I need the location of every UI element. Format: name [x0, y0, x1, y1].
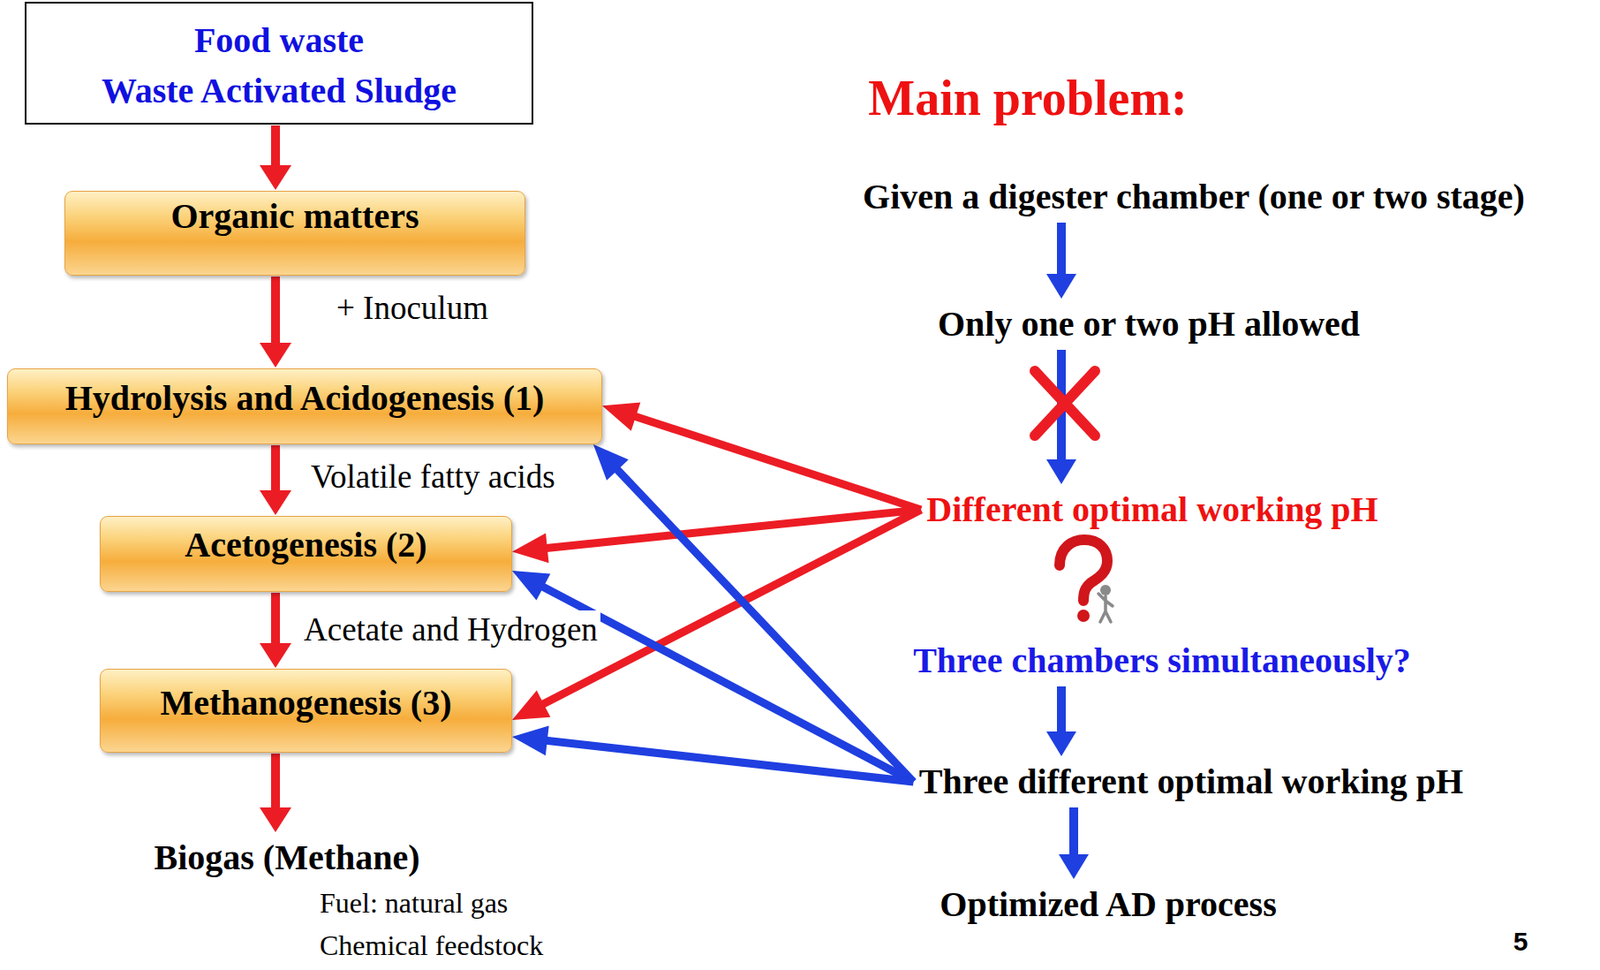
flow-step: Three chambers simultaneously? [907, 635, 1417, 686]
cross-stroke [1034, 370, 1095, 436]
arrow-shaft [542, 739, 914, 782]
edge-label: + Inoculum [333, 288, 491, 328]
arrow-head [593, 444, 629, 481]
arrow-head [1046, 459, 1077, 484]
node-text: Optimized AD process [939, 881, 1276, 928]
flow-arrow [259, 592, 292, 668]
node-text: Given a digester chamber (one or two sta… [862, 173, 1525, 220]
arrow-shaft [271, 592, 280, 647]
process-box: Food wasteWaste Activated Sludge [24, 1, 534, 125]
flow-arrow [259, 445, 292, 515]
edge-label: Volatile fatty acids [308, 457, 559, 497]
flow-step: Only one or two pH allowed [932, 299, 1367, 349]
arrow-shaft [630, 415, 921, 510]
flow-arrow [512, 570, 914, 782]
arrow-head [259, 165, 292, 190]
arrow-shaft [271, 125, 280, 169]
flow-arrow [259, 125, 292, 190]
note-text: Chemical feedstock [319, 928, 544, 962]
process-box: Organic matters [64, 190, 526, 276]
arrow-shaft [271, 445, 280, 494]
flow-step: Optimized AD process [934, 879, 1283, 929]
flow-step: Biogas (Methane) [148, 832, 426, 883]
note-text: Fuel: natural gas [319, 885, 508, 920]
arrow-head [259, 342, 292, 368]
arrow-shaft [1056, 686, 1066, 735]
arrow-head [512, 570, 551, 601]
arrow-head [602, 401, 641, 431]
arrow-head [1046, 731, 1077, 756]
question-dot [1077, 609, 1090, 622]
node-text: Biogas (Methane) [153, 834, 420, 881]
question-figure [1059, 539, 1113, 622]
node-text: Hydrolysis and Acidogenesis (1) [65, 375, 545, 422]
node-text: Three chambers simultaneously? [913, 637, 1412, 684]
flow-step: Three different optimal working pH [913, 756, 1470, 807]
process-box: Acetogenesis (2) [99, 515, 513, 592]
arrow-head [1058, 853, 1089, 879]
section-heading: Main problem: [867, 68, 1187, 129]
arrow-shaft [1069, 807, 1079, 858]
arrow-head [259, 490, 292, 515]
flow-arrow [512, 509, 921, 563]
edge-label: Acetate and Hydrogen [301, 610, 601, 650]
node-text: Three different optimal working pH [919, 758, 1464, 805]
cross-stroke [1034, 370, 1095, 436]
node-text: Different optimal working pH [926, 486, 1378, 533]
process-box: Hydrolysis and Acidogenesis (1) [7, 368, 603, 445]
arrow-head [259, 807, 292, 832]
arrow-head [512, 690, 551, 720]
flow-arrow [602, 401, 921, 510]
process-box: Methanogenesis (3) [99, 668, 513, 753]
arrow-shaft [538, 509, 921, 706]
flow-arrow [259, 276, 292, 368]
flow-step: Given a digester chamber (one or two sta… [857, 172, 1531, 222]
arrow-head [1046, 273, 1077, 299]
node-text: Acetogenesis (2) [184, 521, 427, 568]
node-text: Methanogenesis (3) [160, 679, 453, 726]
person-body [1098, 593, 1113, 622]
page-number: 5 [1513, 925, 1529, 958]
flow-arrow [1046, 686, 1077, 756]
arrow-shaft [613, 466, 914, 782]
arrow-shaft [271, 276, 280, 347]
person-head [1100, 584, 1111, 596]
arrow-head [259, 642, 292, 668]
flow-step: Different optimal working pH [920, 484, 1384, 535]
flow-arrow [593, 444, 914, 782]
arrow-head [512, 532, 550, 563]
flow-arrow [1058, 807, 1089, 879]
arrow-shaft [271, 753, 280, 811]
node-text: Organic matters [170, 193, 419, 240]
node-text: Only one or two pH allowed [937, 301, 1360, 348]
flow-arrow [512, 725, 914, 782]
node-text: Food waste [194, 15, 364, 67]
flow-arrow [259, 753, 292, 832]
arrow-shaft [1056, 222, 1066, 278]
node-text: Waste Activated Sludge [101, 66, 457, 117]
arrow-head [512, 725, 550, 756]
flow-arrow [1046, 222, 1077, 299]
question-mark [1059, 539, 1108, 601]
cross-mark [1034, 370, 1095, 436]
